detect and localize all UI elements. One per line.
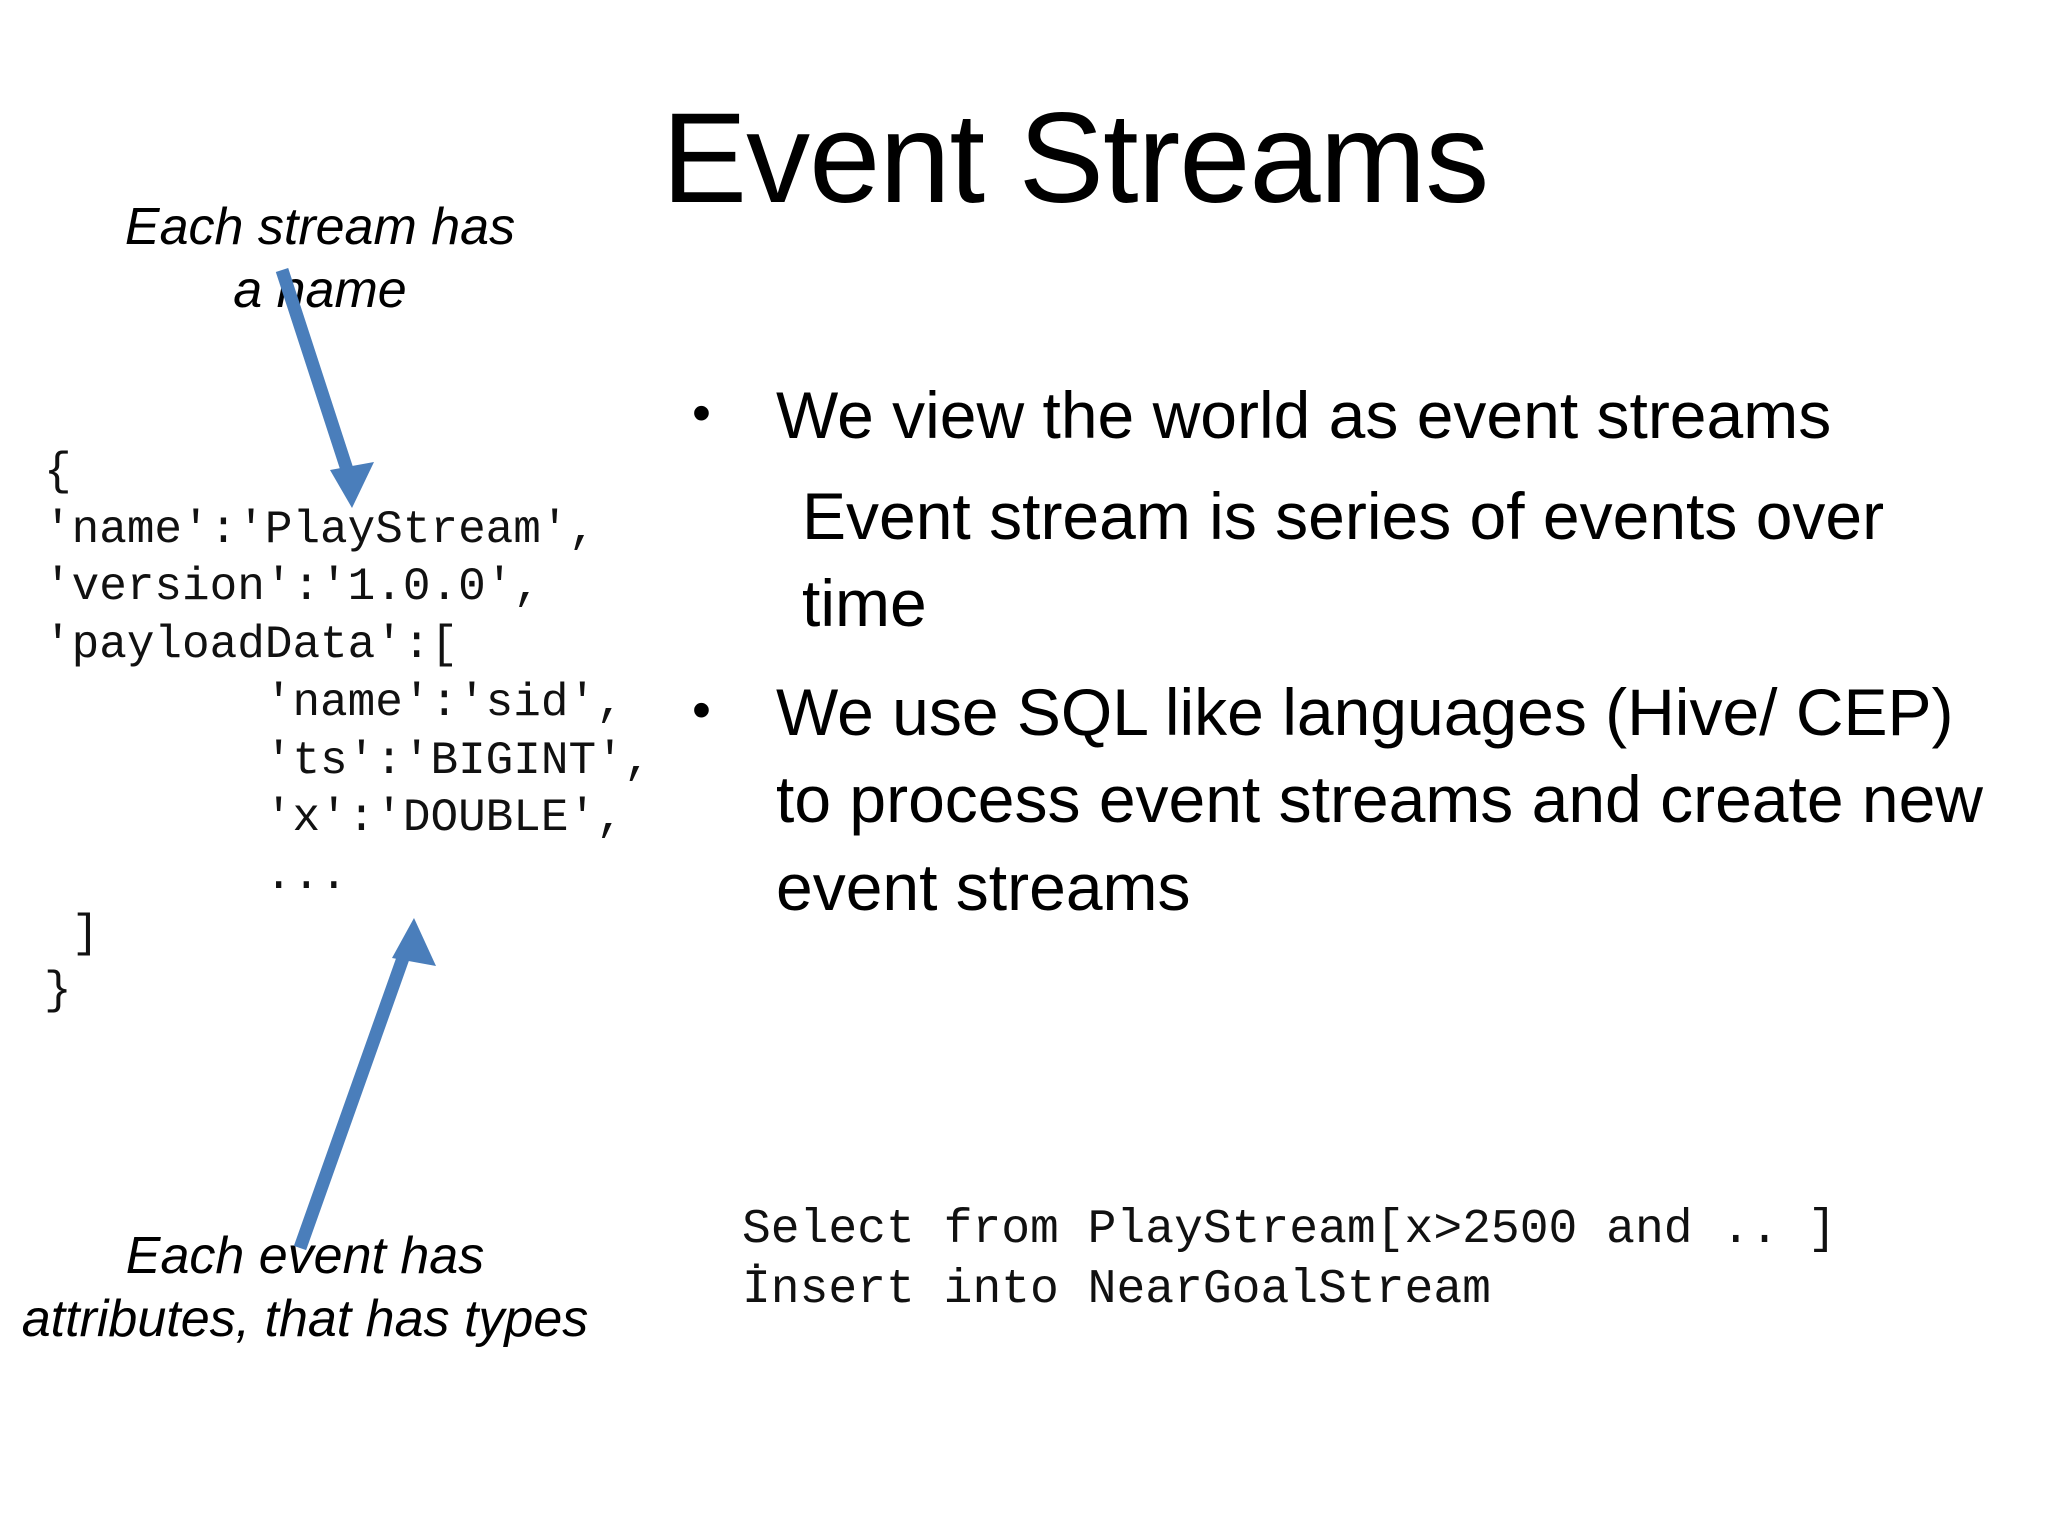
- annotation-each-event-has-attributes: Each event has attributes, that has type…: [21, 1227, 589, 1349]
- json-schema-code-block: { 'name':'PlayStream', 'version':'1.0.0'…: [44, 446, 652, 1018]
- bullet-text-primary: We use SQL like languages (Hive/ CEP) to…: [776, 675, 1983, 924]
- bullet-marker-icon: •: [692, 680, 711, 741]
- bullet-list: • We view the world as event streams Eve…: [692, 372, 2002, 937]
- sql-query-code-block: Select from PlayStream[x>2500 and .. ] İ…: [742, 1203, 1837, 1318]
- list-item: • We use SQL like languages (Hive/ CEP) …: [692, 669, 2002, 930]
- bullet-text-primary: We view the world as event streams: [776, 378, 1832, 452]
- page-title: Event Streams: [661, 87, 1489, 230]
- annotation-each-stream-has-a-name: Each stream has a name: [124, 198, 516, 320]
- bullet-subtext-event-stream-definition: Event stream is series of events over ti…: [802, 479, 1885, 641]
- bullet-marker-icon: •: [692, 383, 711, 443]
- list-item: • We view the world as event streams: [692, 372, 2002, 459]
